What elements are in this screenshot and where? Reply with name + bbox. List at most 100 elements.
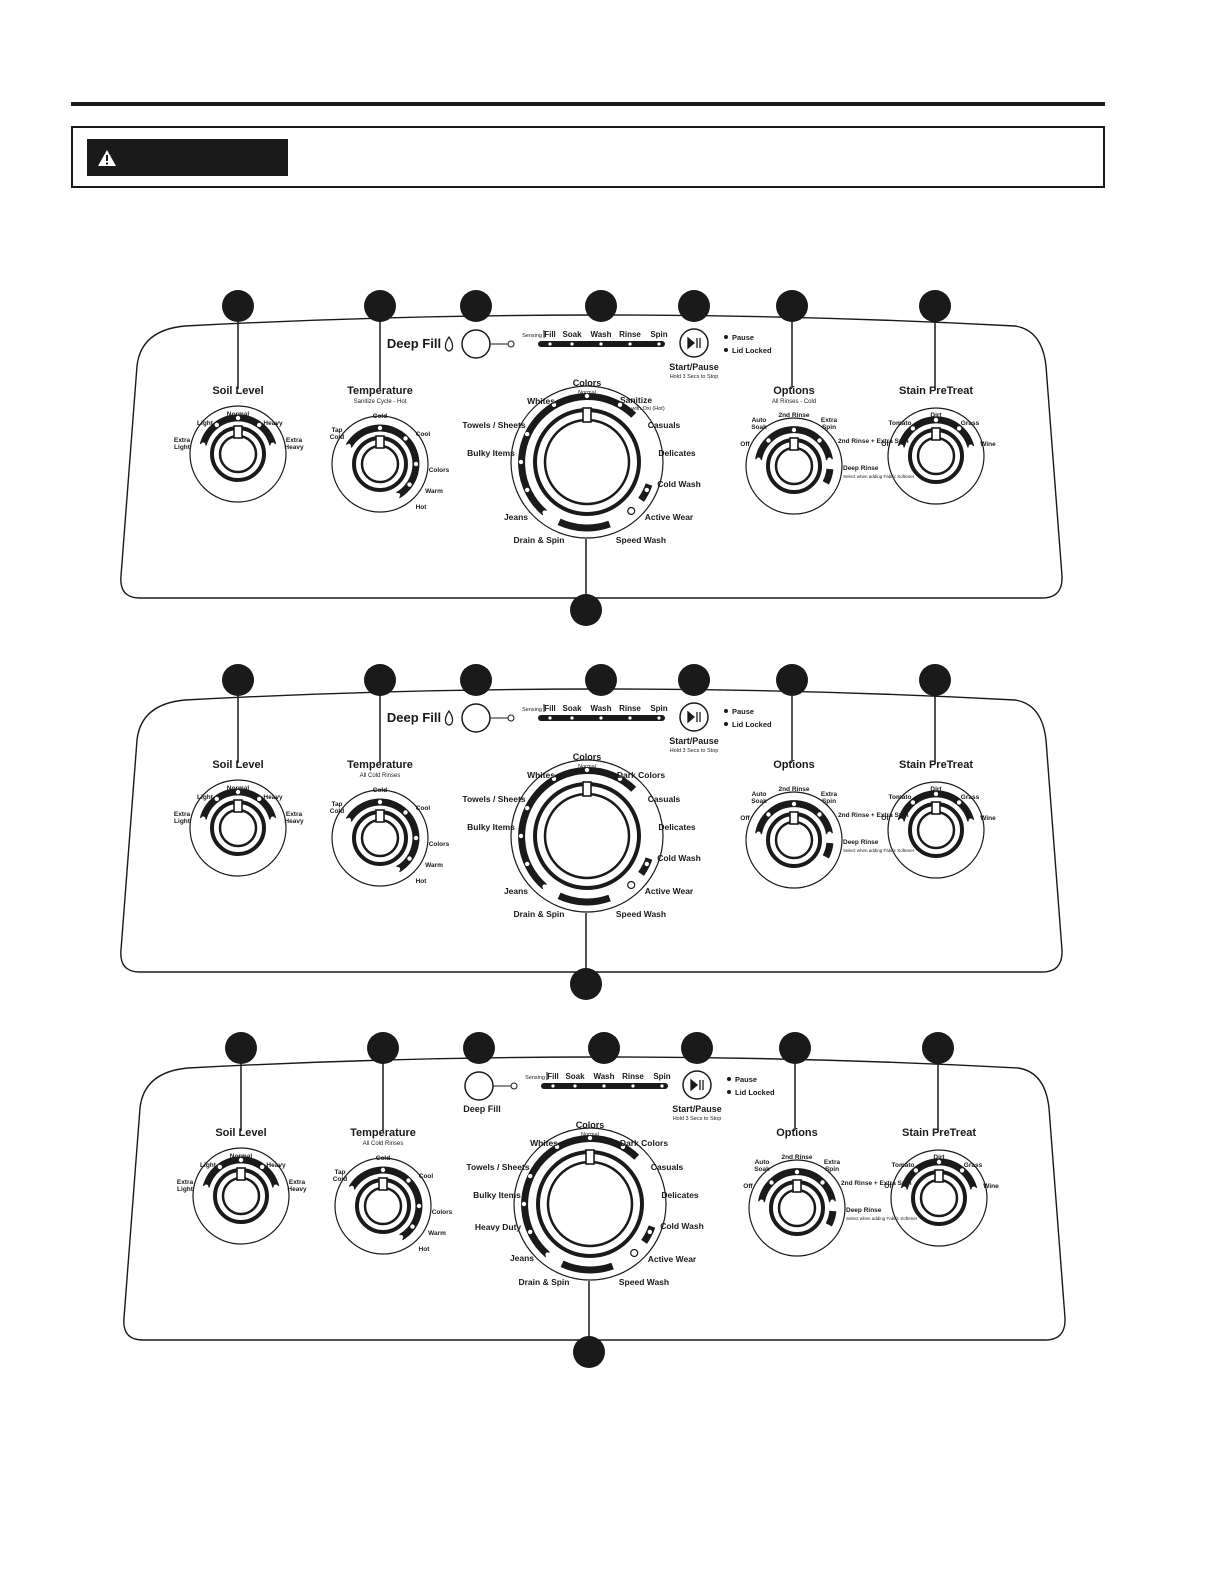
deep-fill-label: Deep Fill xyxy=(387,336,441,351)
temperature-bezel xyxy=(334,1157,432,1255)
temperature-position-dot xyxy=(346,443,351,449)
stage-label: Wash xyxy=(590,704,611,713)
cycle-option: Drain & Spin xyxy=(513,909,564,919)
stage-label: Soak xyxy=(562,330,582,339)
stain-option: Off xyxy=(881,441,891,448)
soil-level-position-dot xyxy=(235,415,241,421)
top-rule xyxy=(71,102,1105,106)
temperature-position-dot xyxy=(410,1224,415,1229)
soil-level-bezel xyxy=(189,405,287,503)
start-pause-label: Start/Pause xyxy=(669,736,719,746)
sensing-label: Sensing xyxy=(522,707,542,713)
cycle-option: Whites xyxy=(527,396,555,406)
soil-level-position-dot xyxy=(201,816,206,821)
options-position-dot xyxy=(820,1180,825,1185)
cycle-position-dot xyxy=(642,800,647,806)
stain-pretreat-position-dot xyxy=(968,444,973,449)
temperature-title: Temperature xyxy=(350,1127,416,1139)
stage-dot xyxy=(631,1084,635,1088)
soil-level-position-dot xyxy=(214,422,219,428)
temperature-position-dot xyxy=(406,1178,411,1183)
stain-option: Grass xyxy=(961,420,980,427)
stain-pretreat-title: Stain PreTreat xyxy=(902,1127,976,1139)
cycle-scale-arc xyxy=(638,483,653,502)
lid-locked-indicator-label: Lid Locked xyxy=(732,346,772,355)
callout-5 xyxy=(678,664,710,696)
options-subtitle: All Rinses - Cold xyxy=(772,399,816,405)
sensing-label: Sensing xyxy=(522,333,542,339)
callout-4 xyxy=(585,664,617,696)
options-title: Options xyxy=(773,759,815,771)
cycle-position-dot xyxy=(542,884,547,889)
temperature-subtitle: Sanitize Cycle - Hot xyxy=(354,399,407,405)
deep-fill-button[interactable] xyxy=(461,329,491,359)
stage-label: Fill xyxy=(547,1072,559,1081)
temperature-position-dot xyxy=(349,1185,354,1191)
cycle-option-sublabel: Normal xyxy=(578,764,596,770)
options-position-dot xyxy=(759,1199,764,1204)
soil-level-pointer xyxy=(233,799,243,813)
callout-8 xyxy=(573,1336,605,1368)
panel-outline xyxy=(123,1056,1066,1341)
cycle-option: Dark Colors xyxy=(617,770,665,780)
cycle-position-dot xyxy=(518,459,524,465)
stain-pretreat-bezel xyxy=(890,1149,988,1247)
warning-triangle-icon xyxy=(98,150,116,166)
deep-fill-label: Deep Fill xyxy=(463,1104,501,1114)
stain-pretreat-position-dot xyxy=(933,417,939,423)
stage-label: Fill xyxy=(544,330,556,339)
temperature-option: Warm xyxy=(425,488,443,495)
callout-8 xyxy=(570,594,602,626)
cycle-option: Bulky Items xyxy=(467,448,515,458)
stain-option: Dirt xyxy=(933,1154,945,1161)
cycle-option: Jeans xyxy=(510,1253,534,1263)
deep-fill-button[interactable] xyxy=(464,1071,494,1101)
options-scale-arc xyxy=(822,842,834,859)
cycle-option: Delicates xyxy=(661,1190,699,1200)
cycle-option: Bulky Items xyxy=(467,822,515,832)
stage-label: Wash xyxy=(590,330,611,339)
cycle-position-dot xyxy=(521,1201,527,1207)
deep-rinse-note: Select when adding Fabric Softener xyxy=(843,474,915,479)
soil-level-pointer xyxy=(233,425,243,439)
deep-fill-button[interactable] xyxy=(461,703,491,733)
cycle-option: Colors xyxy=(573,378,602,388)
soil-option: Heavy xyxy=(263,420,283,427)
stage-label: Rinse xyxy=(619,704,641,713)
stage-dot xyxy=(599,342,603,346)
options-bezel xyxy=(745,791,843,889)
cycle-option: Dark Colors xyxy=(620,1138,668,1148)
soil-option: Normal xyxy=(227,411,250,418)
cycle-knob[interactable] xyxy=(533,782,641,890)
callout-3 xyxy=(460,664,492,696)
stain-pretreat-position-dot xyxy=(956,426,962,431)
temperature-option: Colors xyxy=(429,467,450,474)
soil-level-position-dot xyxy=(257,422,262,428)
warning-box xyxy=(71,126,1105,188)
cycle-bezel xyxy=(510,759,664,913)
cycle-scale-arc xyxy=(641,1225,656,1244)
cycle-position-dot xyxy=(525,431,530,437)
cycle-option: Casuals xyxy=(651,1162,684,1172)
stage-dot xyxy=(657,342,661,346)
cycle-knob[interactable] xyxy=(536,1150,644,1258)
cycle-knob[interactable] xyxy=(533,408,641,516)
stain-pretreat-title: Stain PreTreat xyxy=(899,759,973,771)
lid-locked-indicator-dot xyxy=(724,722,728,726)
soil-level-position-dot xyxy=(217,1164,222,1170)
temperature-bezel xyxy=(331,415,429,513)
soil-level-position-dot xyxy=(273,1184,278,1189)
cycle-position-dot xyxy=(650,459,656,465)
stain-option: Tomato xyxy=(889,420,912,427)
temperature-option: Warm xyxy=(425,862,443,869)
temperature-position-dot xyxy=(346,817,351,823)
stain-pretreat-position-dot xyxy=(899,818,904,823)
options-scale-arc xyxy=(822,468,834,485)
temperature-option: Colors xyxy=(432,1209,453,1216)
cycle-option: Jeans xyxy=(504,886,528,896)
cycle-option: Towels / Sheets xyxy=(466,1162,529,1172)
cycle-position-dot xyxy=(542,510,547,515)
